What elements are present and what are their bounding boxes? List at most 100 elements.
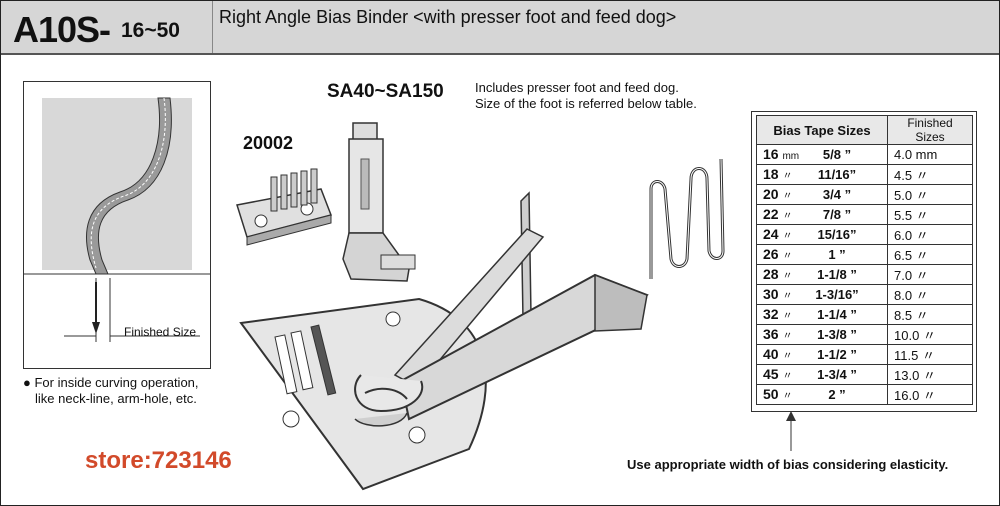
finished-size-label: Finished Size <box>124 325 197 339</box>
unit-mark: 〃 <box>782 291 793 302</box>
inch-value: 2 ” <box>828 387 846 402</box>
inch-value: 3/4 ” <box>822 187 852 202</box>
model-range: 16~50 <box>121 19 180 42</box>
table-pointer-arrow <box>786 411 796 451</box>
presser-foot-illustration <box>342 122 416 282</box>
finished-size-cell: 16.0 〃 <box>887 383 973 405</box>
table-row: 24 〃15/16”6.0 〃 <box>756 223 973 245</box>
unit-mark: 〃 <box>782 271 793 282</box>
mm-value: 18 <box>763 166 779 182</box>
table-row: 45 〃 1-3/4 ” 13.0 〃 <box>756 363 973 385</box>
curved-seam-diagram <box>24 97 210 342</box>
unit-mark: 〃 <box>782 211 793 222</box>
bias-tape-size-cell: 28 〃 1-1/8 ” <box>756 263 888 285</box>
store-label: store:723146 <box>85 447 232 474</box>
feed-dog-code: 20002 <box>243 133 294 153</box>
table-row: 30 〃 1-3/16” 8.0 〃 <box>756 283 973 305</box>
bias-tape-size-cell: 36 〃 1-3/8 ” <box>756 323 888 345</box>
table-row: 22 〃 7/8 ” 5.5 〃 <box>756 203 973 225</box>
mm-value: 28 <box>763 266 779 282</box>
bias-tape-size-cell: 18 〃 11/16” <box>756 163 888 185</box>
finished-size-cell: 8.5 〃 <box>887 303 973 325</box>
finished-size-cell: 6.5 〃 <box>887 243 973 265</box>
mm-value: 30 <box>763 286 779 302</box>
inch-value: 7/8 ” <box>822 207 852 222</box>
unit-mark: 〃 <box>782 191 793 202</box>
unit-mark: 〃 <box>782 251 793 262</box>
bias-tape-shape <box>86 97 172 275</box>
stitch-line <box>90 97 166 269</box>
table-row: 40 〃 1-1/2 ” 11.5 〃 <box>756 343 973 365</box>
mm-value: 22 <box>763 206 779 222</box>
inch-value: 1-1/8 ” <box>817 267 857 282</box>
includes-line-2: Size of the foot is referred below table… <box>475 96 697 111</box>
inch-value: 1-3/16” <box>815 287 859 302</box>
finished-size-cell: 7.0 〃 <box>887 263 973 285</box>
inch-value: 1-1/4 ” <box>817 307 857 322</box>
finished-size-cell: 11.5 〃 <box>887 343 973 365</box>
mm-value: 50 <box>763 386 779 402</box>
bias-tape-size-cell: 24 〃 15/16” <box>756 223 888 245</box>
bias-tape-size-cell: 30 〃 1-3/16” <box>756 283 888 305</box>
mm-value: 40 <box>763 346 779 362</box>
inch-value: 15/16” <box>817 227 857 242</box>
unit-mark: mm <box>782 151 800 163</box>
includes-line-1: Includes presser foot and feed dog. <box>475 80 679 95</box>
unit-mark: 〃 <box>782 231 793 242</box>
table-row: 50 〃2 ”16.0 〃 <box>756 383 973 405</box>
bias-tape-size-cell: 16 mm 5/8 ” <box>756 144 888 165</box>
bullet-note: ● For inside curving operation, like nec… <box>23 375 199 407</box>
table-header-row: Bias Tape Sizes Finished Sizes <box>756 115 973 145</box>
bias-tape-size-cell: 45 〃 1-3/4 ” <box>756 363 888 385</box>
bullet-line-2: like neck-line, arm-hole, etc. <box>35 391 197 406</box>
model-number: A10S- <box>13 9 111 50</box>
binder-illustration <box>236 122 725 491</box>
unit-mark: 〃 <box>782 171 793 182</box>
inch-value: 5/8 ” <box>822 147 852 163</box>
finished-size-cell: 4.5 〃 <box>887 163 973 185</box>
unit-mark: 〃 <box>782 351 793 362</box>
table-row: 26 〃1 ”6.5 〃 <box>756 243 973 265</box>
inch-value: 1-3/4 ” <box>817 367 857 382</box>
header-finished-sizes: Finished Sizes <box>887 115 973 145</box>
inch-value: 1-1/2 ” <box>817 347 857 362</box>
finished-size-cell: 5.0 〃 <box>887 183 973 205</box>
table-row: 28 〃 1-1/8 ” 7.0 〃 <box>756 263 973 285</box>
unit-mark: 〃 <box>782 331 793 342</box>
inch-value: 1-3/8 ” <box>817 327 857 342</box>
page-title: Right Angle Bias Binder <with presser fo… <box>219 7 677 27</box>
feed-dog-illustration <box>236 168 333 246</box>
includes-note: Includes presser foot and feed dog. Size… <box>475 80 697 112</box>
finished-size-cell: 10.0 〃 <box>887 323 973 345</box>
header-bias-tape-sizes: Bias Tape Sizes <box>756 115 888 145</box>
bias-tape-size-cell: 20 〃3/4 ” <box>756 183 888 205</box>
up-arrow-icon <box>786 411 796 421</box>
mm-value: 45 <box>763 366 779 382</box>
curve-diagram-panel: Finished Size <box>23 81 211 369</box>
page-header: A10S- 16~50 Right Angle Bias Binder <wit… <box>1 1 999 55</box>
finished-size-cell: 4.0 mm <box>887 144 973 165</box>
table-row: 16 mm 5/8 ” 4.0 mm <box>756 144 973 165</box>
presser-foot-code: SA40~SA150 <box>327 81 444 102</box>
inch-value: 11/16” <box>817 167 857 182</box>
unit-mark: 〃 <box>782 371 793 382</box>
mm-value: 32 <box>763 306 779 322</box>
bullet-line-1: For inside curving operation, <box>34 375 199 390</box>
header-divider <box>212 1 213 53</box>
finished-size-cell: 5.5 〃 <box>887 203 973 225</box>
bias-tape-size-cell: 40 〃 1-1/2 ” <box>756 343 888 365</box>
unit-mark: 〃 <box>782 311 793 322</box>
mm-value: 36 <box>763 326 779 342</box>
table-row: 32 〃 1-1/4 ” 8.5 〃 <box>756 303 973 325</box>
mm-value: 16 <box>763 146 779 163</box>
bullet-dot-icon: ● <box>23 375 31 390</box>
mm-value: 24 <box>763 226 779 242</box>
size-table: Bias Tape Sizes Finished Sizes 16 mm 5/8 … <box>756 115 973 405</box>
finished-size-cell: 13.0 〃 <box>887 363 973 385</box>
bias-tape-size-cell: 22 〃 7/8 ” <box>756 203 888 225</box>
finished-size-cell: 8.0 〃 <box>887 283 973 305</box>
bias-binder-illustration <box>354 158 725 427</box>
inch-value: 1 ” <box>828 247 846 262</box>
